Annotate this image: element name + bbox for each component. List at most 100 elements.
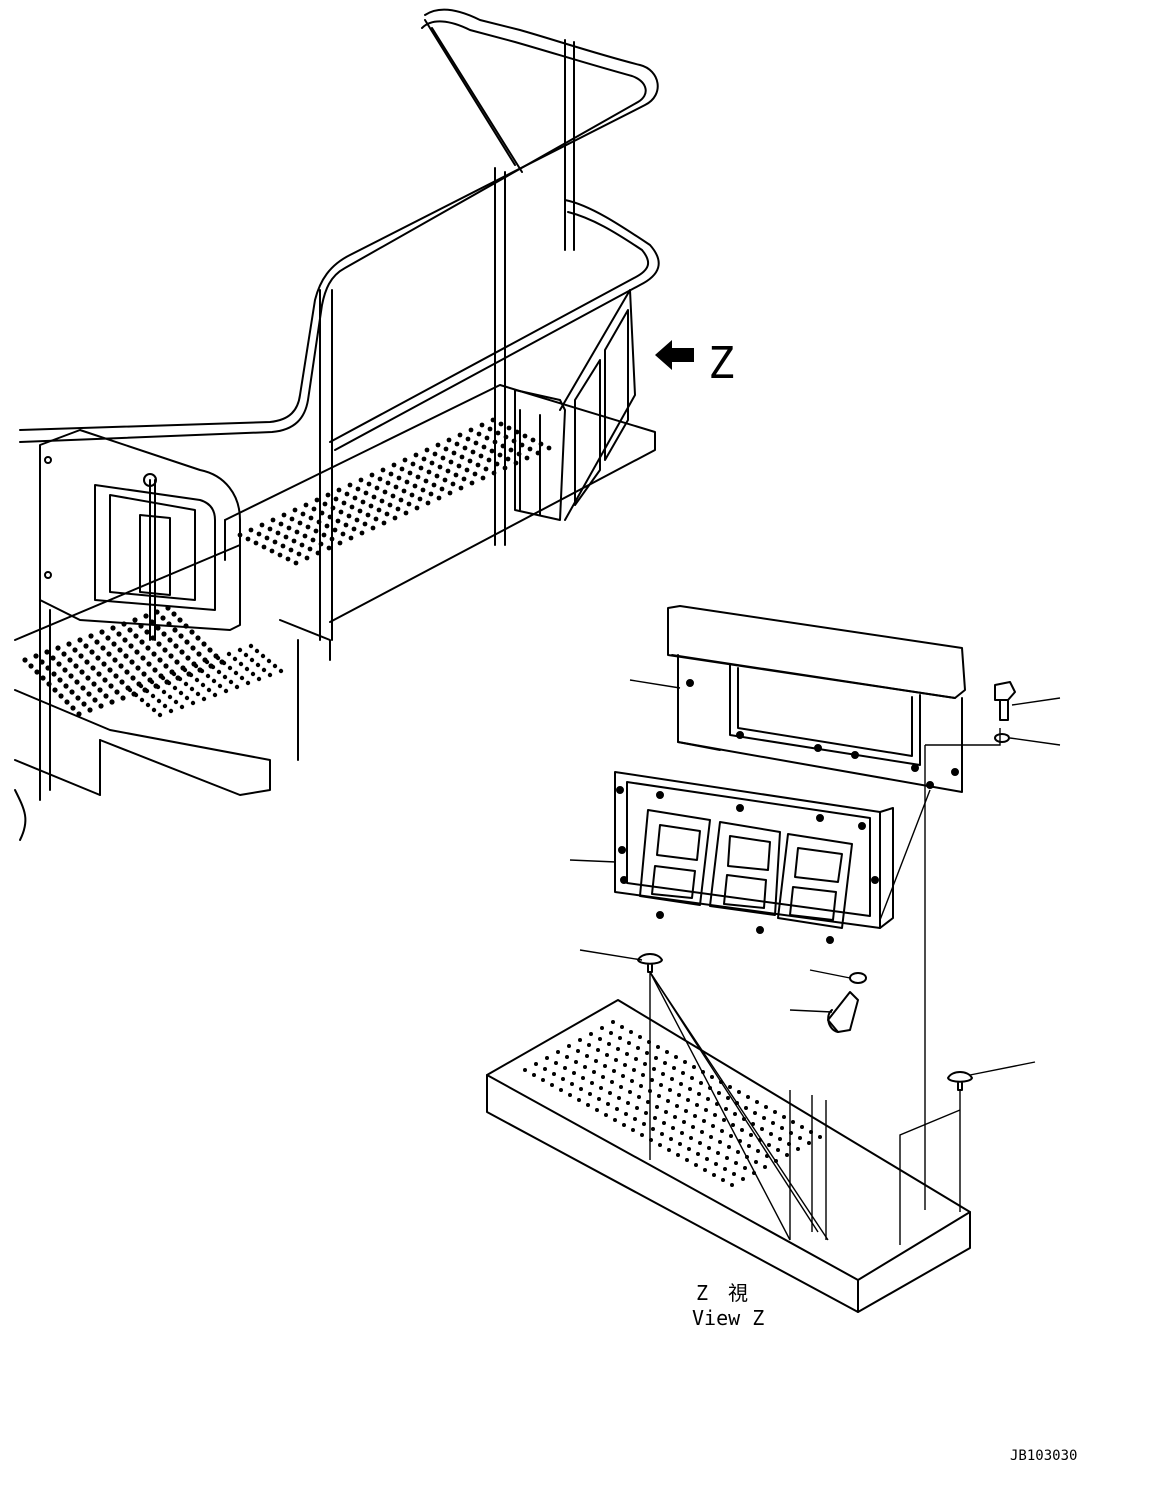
perforation-hole	[217, 683, 223, 689]
perforation-hole	[196, 651, 202, 657]
perforation-hole	[497, 452, 503, 458]
deck-perforations	[22, 417, 552, 718]
perforation-hole	[671, 1126, 675, 1130]
perforation-hole	[310, 537, 316, 543]
perforation-hole	[340, 531, 346, 537]
perforation-hole	[193, 663, 199, 669]
perforation-hole	[244, 666, 250, 672]
perforation-hole	[61, 651, 67, 657]
perforation-hole	[234, 684, 240, 690]
perforation-hole	[585, 1054, 589, 1058]
perforation-hole	[118, 663, 124, 669]
perforation-hole	[717, 1091, 721, 1095]
perforation-hole	[491, 470, 497, 476]
perforation-hole	[581, 1076, 585, 1080]
perforation-hole	[576, 1049, 580, 1053]
perforation-hole	[473, 440, 479, 446]
perforation-hole	[171, 611, 177, 617]
perforation-hole	[524, 455, 530, 461]
perforation-hole	[215, 655, 221, 661]
perforation-hole	[83, 643, 89, 649]
perforation-hole	[212, 692, 218, 698]
perforation-hole	[445, 468, 451, 474]
perforation-hole	[74, 679, 80, 685]
perforation-hole	[369, 472, 375, 478]
perforation-hole	[611, 1020, 615, 1024]
perforation-hole	[588, 1092, 592, 1096]
perforation-hole	[637, 1095, 641, 1099]
perforation-hole	[150, 693, 156, 699]
perforation-hole	[373, 516, 379, 522]
perforation-hole	[141, 671, 147, 677]
view-caption-line1: Z 視	[696, 1281, 748, 1305]
perforation-hole	[84, 659, 90, 665]
view-arrow-label: Z	[708, 338, 735, 389]
perforation-hole	[157, 712, 163, 718]
perforation-hole	[305, 524, 311, 530]
perforation-hole	[705, 1157, 709, 1161]
rivet-left	[637, 953, 663, 973]
perforation-hole	[534, 1062, 538, 1066]
perforation-hole	[396, 475, 402, 481]
perforation-hole	[791, 1120, 795, 1124]
perforation-hole	[304, 555, 310, 561]
perforation-hole	[256, 531, 262, 537]
perforation-hole	[172, 685, 178, 691]
perforation-hole	[760, 1127, 764, 1131]
perforation-hole	[622, 1123, 626, 1127]
perforation-hole	[302, 533, 308, 539]
perforation-hole	[733, 1112, 737, 1116]
perforation-hole	[707, 1146, 711, 1150]
perforation-hole	[190, 645, 196, 651]
perforation-hole	[122, 637, 128, 643]
perforation-hole	[621, 1074, 625, 1078]
perforation-hole	[666, 1099, 670, 1103]
perforation-hole	[796, 1147, 800, 1151]
perforation-hole	[785, 1153, 789, 1157]
perforation-hole	[97, 687, 103, 693]
perforation-hole	[413, 452, 419, 458]
perforation-hole	[330, 505, 336, 511]
cover-hood	[667, 605, 966, 793]
perforation-hole	[579, 1087, 583, 1091]
perforation-hole	[338, 509, 344, 515]
perforation-hole	[530, 437, 536, 443]
perforation-hole	[168, 708, 174, 714]
perforation-hole	[428, 491, 434, 497]
perforation-hole	[69, 689, 75, 695]
perforation-hole	[681, 1071, 685, 1075]
perforation-hole	[736, 1150, 740, 1154]
perforation-hole	[740, 1128, 744, 1132]
perforation-hole	[656, 1045, 660, 1049]
rivet-right	[947, 1071, 973, 1091]
perforation-hole	[641, 1073, 645, 1077]
perforation-hole	[655, 1105, 659, 1109]
perforation-hole	[327, 514, 333, 520]
perforation-hole	[714, 1162, 718, 1166]
perforation-hole	[615, 1107, 619, 1111]
perforation-hole	[211, 678, 217, 684]
perforation-hole	[442, 477, 448, 483]
perforation-hole	[552, 1072, 556, 1076]
perforation-hole	[321, 532, 327, 538]
perforation-hole	[404, 479, 410, 485]
perforation-hole	[385, 480, 391, 486]
perforation-hole	[297, 520, 303, 526]
perforation-hole	[741, 1177, 745, 1181]
perforation-hole	[447, 490, 453, 496]
perforation-hole	[546, 445, 552, 451]
perforation-hole	[272, 663, 278, 669]
perforation-hole	[227, 665, 233, 671]
perforation-hole	[204, 659, 210, 665]
perforation-hole	[597, 1097, 601, 1101]
perforation-hole	[173, 699, 179, 705]
perforation-hole	[161, 689, 167, 695]
perforation-hole	[151, 651, 157, 657]
sign-panel-on-machine	[514, 289, 636, 521]
perforation-hole	[683, 1060, 687, 1064]
perforation-hole	[120, 695, 126, 701]
perforation-hole	[725, 1156, 729, 1160]
perforation-hole	[89, 649, 95, 655]
perforation-hole	[325, 492, 331, 498]
perforation-hole	[461, 476, 467, 482]
